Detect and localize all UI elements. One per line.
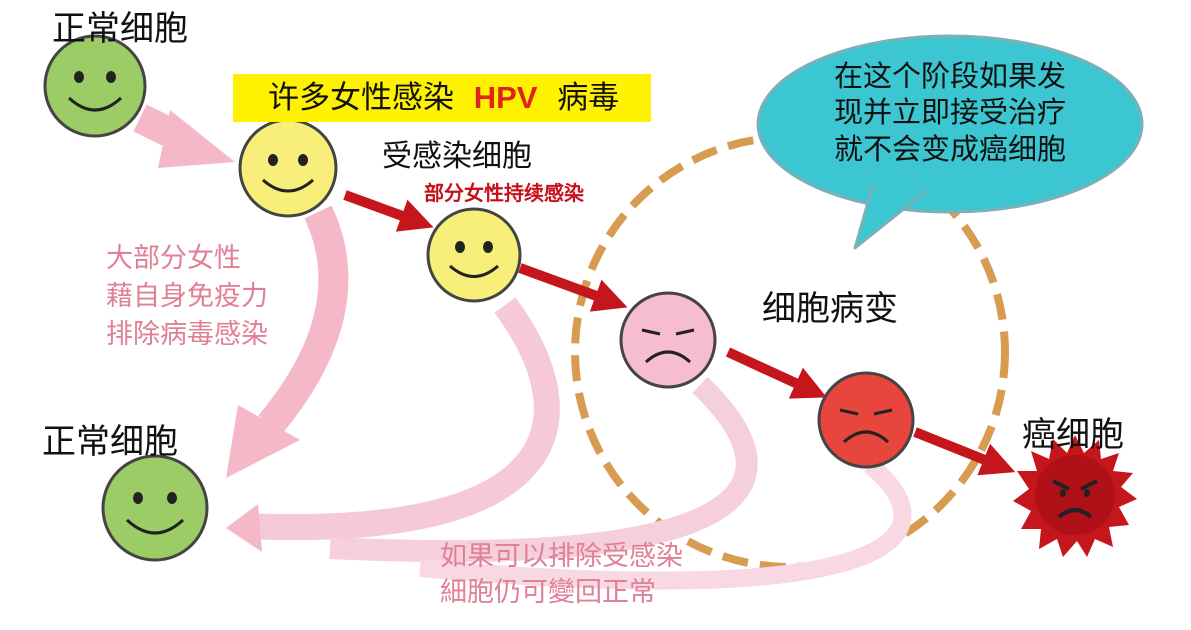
revert-note-line-2: 細胞仍可變回正常 bbox=[440, 577, 656, 608]
cancer-cell-label: 癌细胞 bbox=[1022, 415, 1124, 455]
infected-cell-smile-face-icon bbox=[238, 118, 338, 218]
red-arrow-persistent-to-lesion-icon bbox=[518, 263, 628, 312]
severe-lesion-frown-face-icon bbox=[817, 371, 915, 469]
lesion-cell-frown-face-icon bbox=[619, 291, 717, 389]
immune-clearance-line-2: 藉自身免疫力 bbox=[106, 281, 268, 312]
speech-bubble-icon bbox=[756, 34, 1144, 250]
red-arrow-severe-to-cancer-icon bbox=[913, 427, 1016, 476]
immune-clearance-line-3: 排除病毒感染 bbox=[106, 319, 268, 350]
revert-note-line-1: 如果可以排除受感染 bbox=[440, 541, 683, 572]
hpv-infection-label: 许多女性感染 HPV 病毒 bbox=[268, 80, 619, 117]
hpv-keyword-text: HPV bbox=[473, 80, 538, 115]
bubble-line-2: 现并立即接受治疗 bbox=[833, 95, 1066, 130]
normal-cell-top-label: 正常细胞 bbox=[52, 9, 188, 49]
infected-cell-label: 受感染细胞 bbox=[382, 139, 532, 174]
bubble-line-1: 在这个阶段如果发 bbox=[833, 59, 1066, 93]
bubble-line-3: 就不会变成癌细胞 bbox=[833, 131, 1066, 166]
hpv-highlight-band bbox=[233, 74, 651, 122]
bubble-text: 在这个阶段如果发 现并立即接受治疗 就不会变成癌细胞 bbox=[800, 58, 1100, 167]
pink-arrow-revert-to-normal-icon bbox=[226, 297, 912, 590]
pink-arrow-normal-to-infected-icon bbox=[133, 104, 235, 168]
pink-arrow-immune-clearance-icon bbox=[226, 205, 349, 478]
persistent-infection-smile-face-icon bbox=[426, 207, 522, 303]
persistent-infection-label: 部分女性持续感染 bbox=[424, 181, 584, 205]
immune-clearance-line-1: 大部分女性 bbox=[106, 243, 241, 274]
hpv-suffix-text: 病毒 bbox=[557, 80, 620, 116]
red-arrow-infected-to-persistent-icon bbox=[343, 190, 434, 232]
cancer-cell-icon bbox=[1013, 435, 1137, 557]
cell-lesion-label: 细胞病变 bbox=[762, 289, 898, 329]
normal-cell-bottom-label: 正常细胞 bbox=[42, 422, 178, 462]
normal-cell-bottom-smile-face-icon bbox=[101, 454, 209, 562]
red-arrow-lesion-to-severe-icon bbox=[725, 347, 827, 399]
hpv-prefix-text: 许多女性感染 bbox=[268, 80, 454, 116]
normal-cell-top-smile-face-icon bbox=[43, 34, 147, 138]
